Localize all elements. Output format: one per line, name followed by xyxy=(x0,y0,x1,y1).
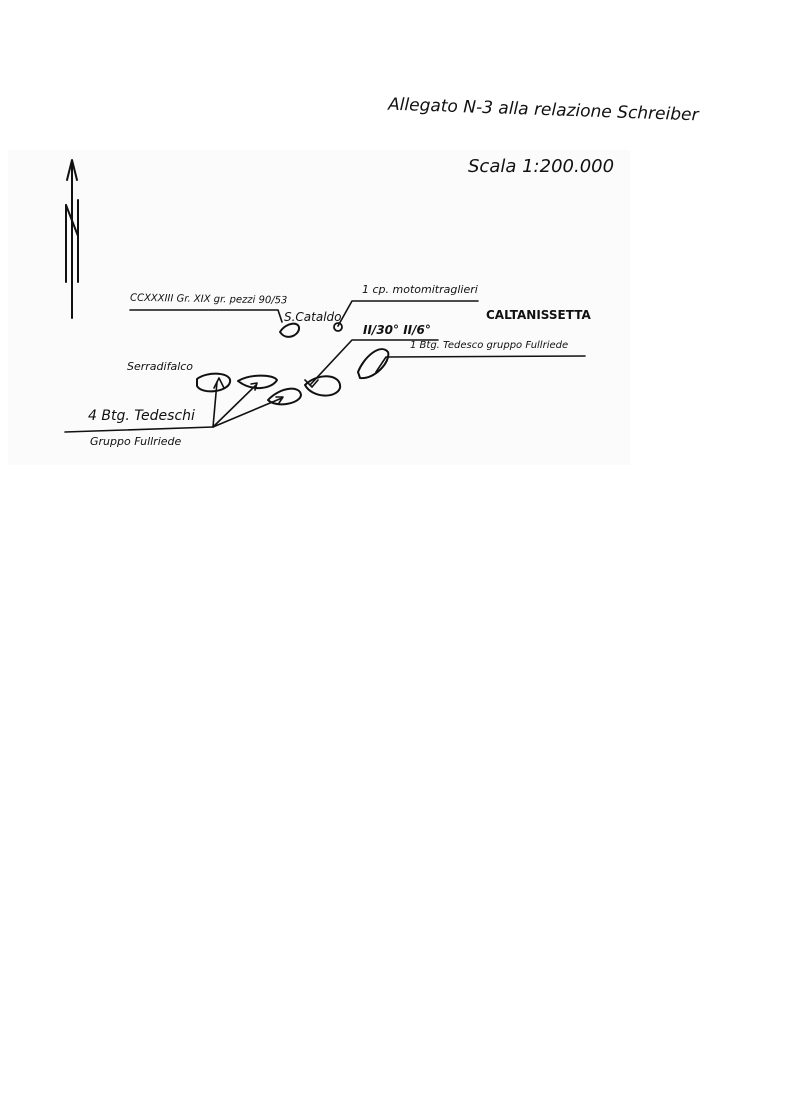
scale-label: Scala 1:200.000 xyxy=(468,156,615,177)
scan-background xyxy=(8,150,630,465)
label-btg-tedeschi: 4 Btg. Tedeschi xyxy=(88,408,195,424)
label-caltanissetta: CALTANISSETTA xyxy=(486,308,591,322)
leader-line-ccxxxiii xyxy=(129,309,283,323)
label-battalions-30-6: II/30° II/6° xyxy=(363,323,431,337)
label-gruppo: Gruppo Fullriede xyxy=(90,435,182,448)
leader-line-battalions-30-6 xyxy=(309,339,439,386)
scataldo-position xyxy=(279,322,300,338)
leader-line-btg-tedeschi xyxy=(64,426,214,433)
north-arrow-icon xyxy=(65,159,79,319)
label-north: N xyxy=(60,214,61,215)
label-scataldo: S.Cataldo xyxy=(284,310,342,324)
label-serradifalco: Serradifalco xyxy=(127,360,194,373)
label-motomitraglieri: 1 cp. motomitraglieri xyxy=(362,283,478,296)
unit-position-3 xyxy=(267,387,302,406)
unit-position-4 xyxy=(304,375,342,397)
unit-position-2 xyxy=(237,374,278,389)
leader-line-btg-tedesco xyxy=(375,355,586,373)
unit-position-5 xyxy=(357,348,390,380)
unit-position-1 xyxy=(196,372,231,393)
motomitraglieri-marker xyxy=(333,322,343,332)
leader-line-motomitraglieri xyxy=(337,300,479,327)
label-btg-tedesco: 1 Btg. Tedesco gruppo Fullriede xyxy=(410,340,569,351)
